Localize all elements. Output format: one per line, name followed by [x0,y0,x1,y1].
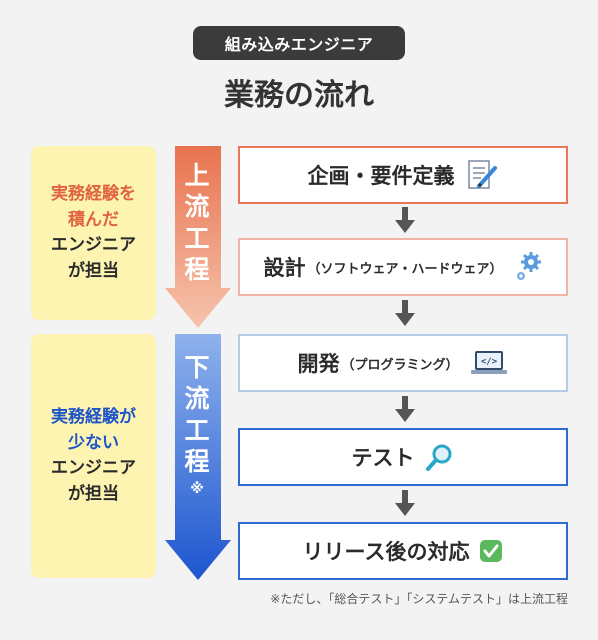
step-design-detail: （ソフトウェア・ハードウェア） [307,261,503,277]
downstream-char-2: 流 [184,384,210,414]
upstream-char-2: 流 [184,192,210,222]
gears-icon [513,250,543,284]
downstream-note-mark: ※ [190,481,204,497]
upstream-char-3: 工 [184,223,210,253]
lower-note-line2: 少ない [68,432,119,453]
flow-arrow-3 [395,396,415,422]
svg-text:</>: </> [480,357,497,367]
step-development: 開発 （プログラミング） </> [238,334,568,392]
laptop-code-icon: </> [469,348,509,378]
lower-responsibility-note: 実務経験が 少ない エンジニア が担当 [31,334,156,578]
step-post-release-label: リリース後の対応 [302,540,470,564]
upstream-label: 上 流 工 程 [165,160,229,285]
step-post-release: リリース後の対応 [238,522,568,580]
upper-note-line1: 実務経験を [51,184,136,204]
upper-note-line2: 積んだ [68,209,119,230]
upstream-char-4: 程 [184,254,210,284]
upper-responsibility-note: 実務経験を 積んだ エンジニア が担当 [31,146,156,320]
downstream-label: 下 流 工 程 ※ [165,352,229,499]
upper-note-line4: が担当 [68,260,119,281]
downstream-char-4: 程 [184,446,210,476]
downstream-char-3: 工 [184,415,210,445]
step-development-label: 開発 [297,352,340,376]
upper-note-line3: エンジニア [51,235,136,255]
step-testing-label: テスト [351,446,415,470]
lower-note-line4: が担当 [68,483,119,504]
step-planning-label: 企画・要件定義 [307,164,455,188]
page-title: 業務の流れ [224,78,374,113]
footnote: ※ただし、「総合テスト」「システムテスト」は上流工程 [270,592,568,606]
step-design-label: 設計 [263,256,306,280]
upstream-char-1: 上 [184,161,210,190]
downstream-char-1: 下 [184,353,210,382]
flow-arrow-2 [395,300,415,326]
flow-arrow-1 [395,207,415,233]
lower-note-line1: 実務経験が [51,407,136,427]
step-planning: 企画・要件定義 [238,146,568,204]
lower-note-line3: エンジニア [51,458,136,478]
step-design: 設計 （ソフトウェア・ハードウェア） [238,238,568,296]
category-tag: 組み込みエンジニア [193,26,405,60]
step-testing: テスト [238,428,568,486]
document-pen-icon [465,158,499,192]
flow-arrow-4 [395,490,415,516]
step-development-detail: （プログラミング） [341,357,459,373]
magnifier-icon [425,442,455,472]
check-mark-icon [479,539,503,563]
upstream-arrow [165,146,231,328]
downstream-arrow [165,334,231,580]
